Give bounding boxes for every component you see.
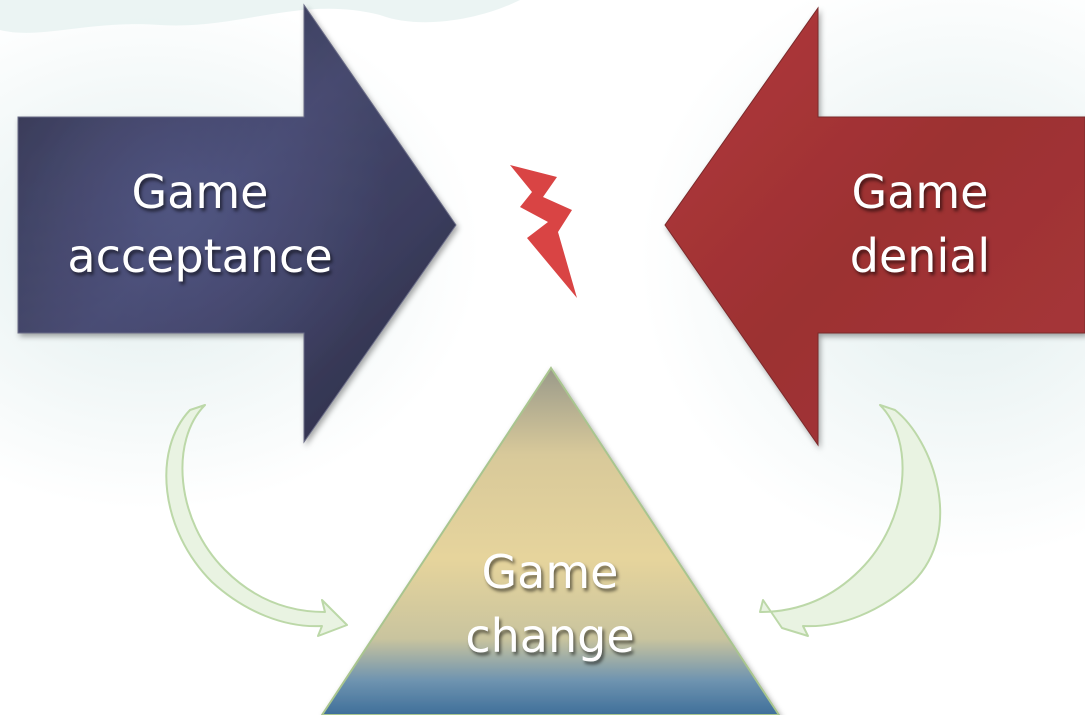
denial-label: Game denial xyxy=(780,160,1060,288)
denial-arrow xyxy=(664,6,1085,447)
lightning-icon xyxy=(510,165,577,298)
acceptance-label-line1: Game xyxy=(131,165,269,219)
change-label-line2: change xyxy=(465,609,635,663)
denial-label-line2: denial xyxy=(849,229,991,283)
curved-arrow-left-icon xyxy=(165,404,348,637)
acceptance-label-line2: acceptance xyxy=(67,229,333,283)
acceptance-arrow xyxy=(17,3,457,444)
change-triangle xyxy=(320,366,781,715)
change-label: Game change xyxy=(430,540,670,668)
curved-arrow-right-icon xyxy=(759,404,942,637)
change-label-line1: Game xyxy=(481,545,619,599)
acceptance-label: Game acceptance xyxy=(30,160,370,288)
denial-label-line1: Game xyxy=(851,165,989,219)
